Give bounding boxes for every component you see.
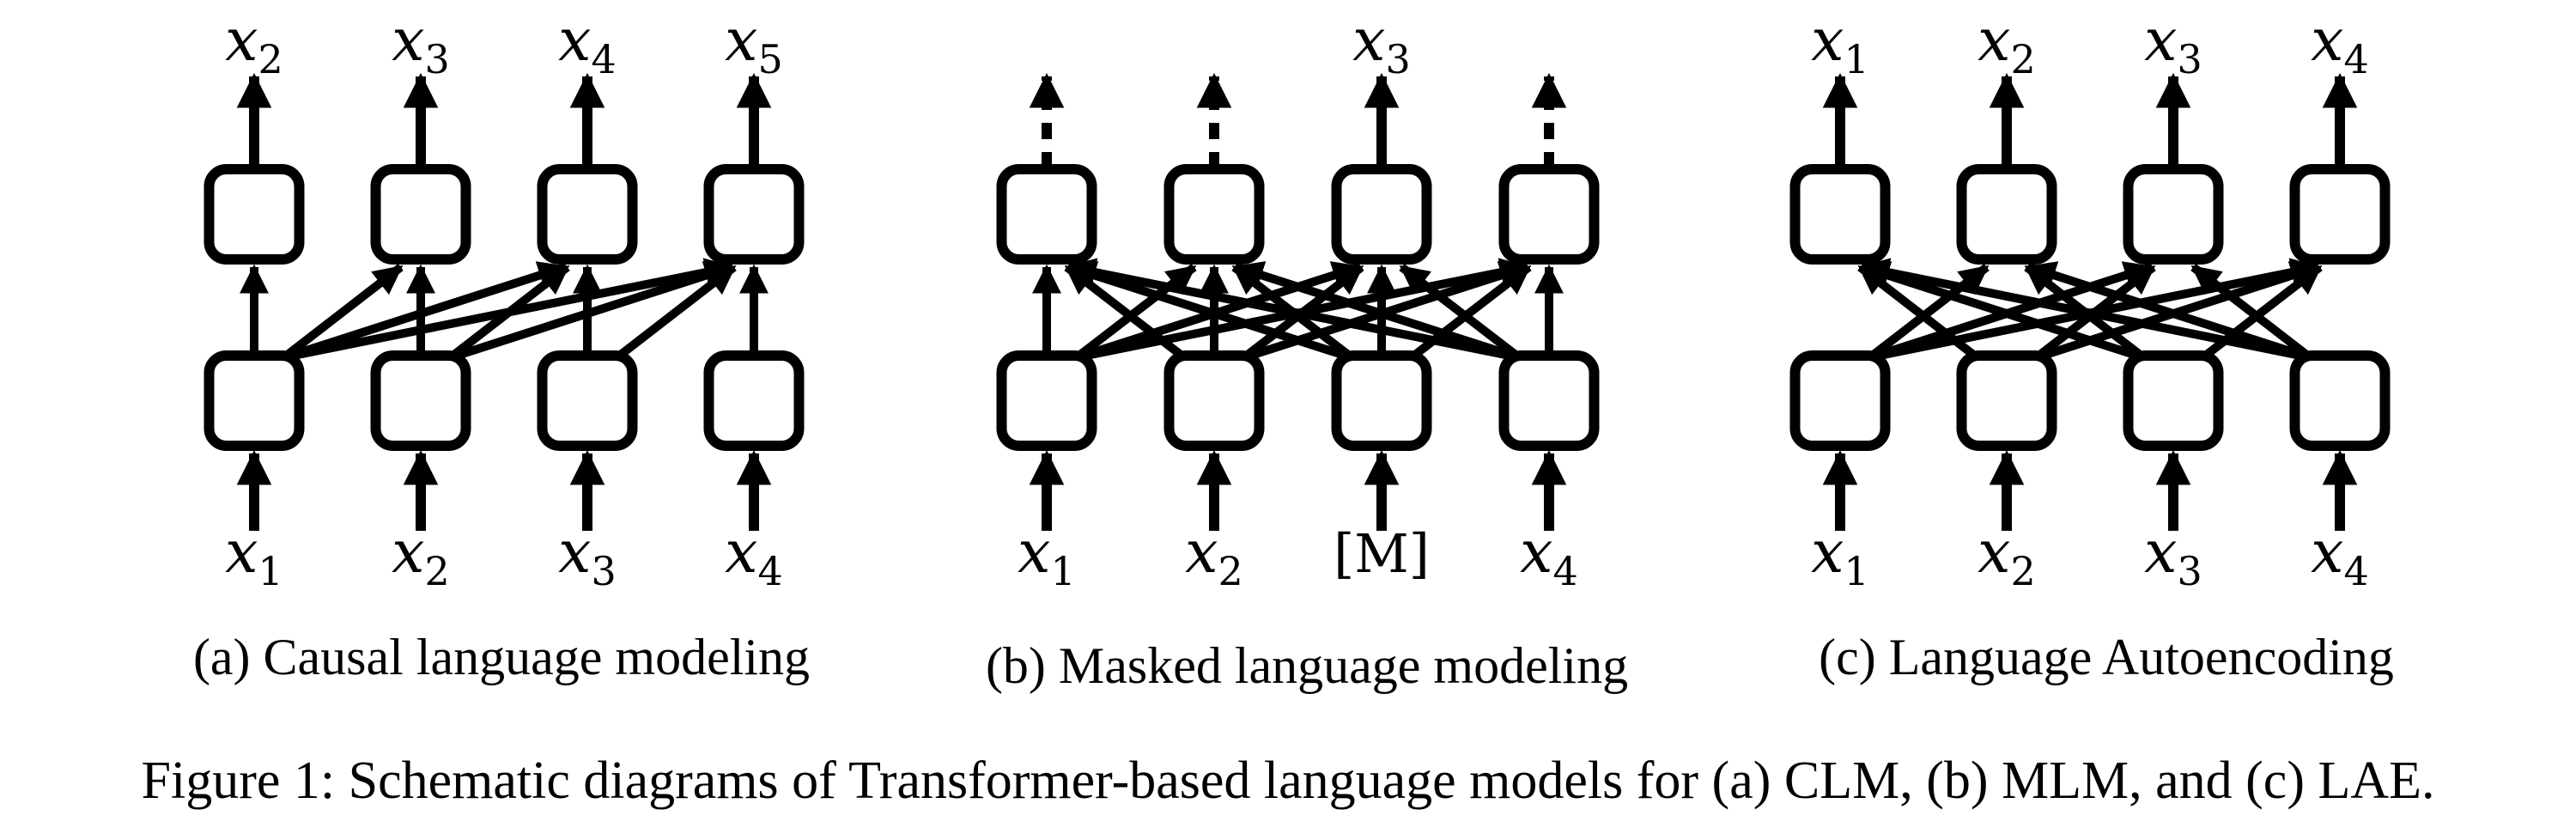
output-token-label: x2: [1978, 7, 2036, 82]
input-token-label: x4: [725, 519, 783, 594]
top-transformer-block-box: [1789, 164, 1891, 265]
attention-edge: [2190, 264, 2313, 361]
bottom-transformer-block-box: [1498, 350, 1600, 451]
token-subscript: 2: [2011, 548, 2036, 594]
token-subscript: 2: [1218, 548, 1243, 594]
token-subscript: 4: [2344, 548, 2369, 594]
panel-lae: x1 x2 x3 x4 x1 x2 x3 x4: [1789, 7, 2391, 594]
token-subscript: 1: [258, 548, 283, 594]
token-subscript: 2: [425, 548, 450, 594]
token-subscript: 3: [425, 36, 450, 82]
attention-edge: [281, 264, 404, 361]
panel-caption-clm: (a) Causal language modeling: [192, 629, 811, 685]
token-subscript: 4: [2344, 36, 2369, 82]
bottom-transformer-block-box: [2123, 350, 2224, 451]
attention-edge: [283, 261, 568, 362]
top-transformer-block-box: [703, 164, 805, 265]
attention-edge: [1399, 264, 1522, 361]
input-token-label: x3: [558, 519, 617, 594]
bottom-transformer-block-box: [1956, 350, 2057, 451]
attention-edge: [1074, 264, 1197, 361]
top-transformer-block-box: [1163, 164, 1265, 265]
bottom-transformer-block-box: [370, 350, 471, 451]
input-token-label: x1: [225, 519, 283, 594]
input-token-label: x2: [1978, 519, 2036, 594]
bottom-transformer-block-box: [1163, 350, 1265, 451]
top-transformer-block-box: [537, 164, 638, 265]
bottom-transformer-block-box: [996, 350, 1097, 451]
input-token-label: [M]: [1334, 522, 1430, 585]
attention-edge: [447, 264, 570, 361]
token-subscript: 3: [1386, 36, 1411, 82]
attention-edge: [1859, 261, 2144, 362]
bottom-transformer-block-box: [1789, 350, 1891, 451]
attention-edge: [450, 261, 735, 362]
output-token-label: x3: [2144, 7, 2202, 82]
input-token-label: x3: [2144, 519, 2202, 594]
attention-edge: [2026, 261, 2311, 362]
input-token-label: x2: [392, 519, 450, 594]
top-transformer-block-box: [370, 164, 471, 265]
top-transformer-block-box: [2123, 164, 2224, 265]
output-token-label: x3: [1352, 7, 1411, 82]
token-subscript: 2: [258, 36, 283, 82]
token-subscript: 4: [1553, 548, 1578, 594]
token-subscript: 5: [758, 36, 783, 82]
attention-edge: [1066, 261, 1352, 362]
attention-edge: [1867, 264, 1990, 361]
input-token-label: x4: [2311, 519, 2369, 594]
output-token-label: x1: [1811, 7, 1869, 82]
token-subscript: 1: [1844, 36, 1869, 82]
input-token-label: x4: [1520, 519, 1578, 594]
attention-edge: [614, 264, 737, 361]
figure-caption: Figure 1: Schematic diagrams of Transfor…: [141, 752, 2435, 810]
output-token-label: x3: [392, 7, 450, 82]
top-transformer-block-box: [1498, 164, 1600, 265]
token-subscript: 3: [2178, 36, 2202, 82]
input-token-label: x1: [1018, 519, 1076, 594]
token-subscript: 4: [592, 36, 617, 82]
bottom-transformer-block-box: [1331, 350, 1432, 451]
output-token-label: x5: [725, 7, 783, 82]
bottom-transformer-block-box: [537, 350, 638, 451]
panel-caption-mlm: (b) Masked language modeling: [985, 637, 1629, 694]
token-subscript: 1: [1051, 548, 1076, 594]
panel-caption-lae: (c) Language Autoencoding: [1819, 629, 2394, 685]
panel-mlm: x3 x1 x2 [M] x4: [996, 7, 1600, 594]
token-subscript: 3: [2178, 548, 2202, 594]
panel-clm: x2 x3 x4 x5 x1 x2 x3 x4: [204, 7, 805, 594]
attention-edge: [1066, 258, 1519, 362]
top-transformer-block-box: [204, 164, 305, 265]
output-token-label: x2: [225, 7, 283, 82]
top-transformer-block-box: [996, 164, 1097, 265]
output-token-label: x4: [558, 7, 617, 82]
input-token-label: x1: [1811, 519, 1869, 594]
attention-edge: [1859, 258, 2310, 362]
output-token-label: x4: [2311, 7, 2369, 82]
token-subscript: 4: [758, 548, 783, 594]
top-transformer-block-box: [1956, 164, 2057, 265]
token-subscript: 1: [1844, 548, 1869, 594]
token-subscript: 3: [592, 548, 617, 594]
input-token-label: x2: [1185, 519, 1243, 594]
bottom-transformer-block-box: [703, 350, 805, 451]
attention-edge: [1233, 261, 1520, 362]
top-transformer-block-box: [1331, 164, 1432, 265]
token-subscript: 2: [2011, 36, 2036, 82]
bottom-transformer-block-box: [2289, 350, 2391, 451]
bottom-transformer-block-box: [204, 350, 305, 451]
top-transformer-block-box: [2289, 164, 2391, 265]
